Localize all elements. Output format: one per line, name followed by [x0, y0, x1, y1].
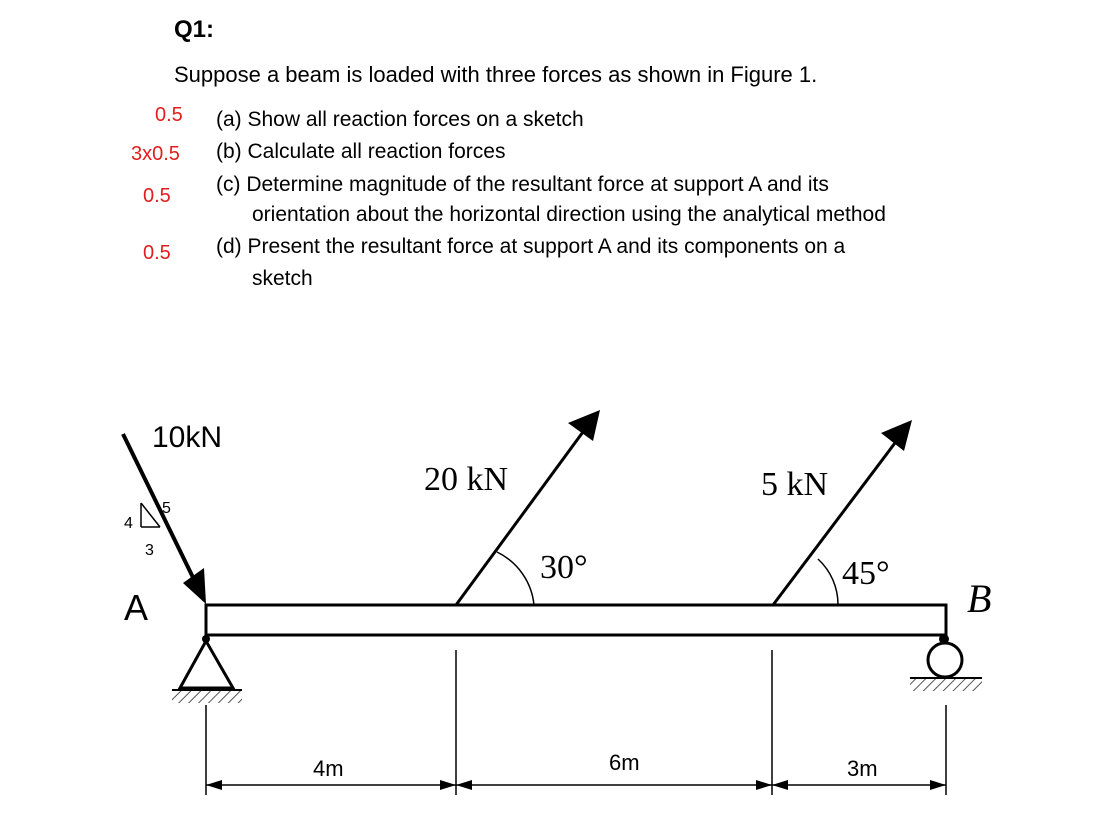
part-b-text: (b) Calculate all reaction forces — [216, 140, 506, 163]
force-5kn-label: 5 kN — [761, 466, 828, 503]
points-d: 0.5 — [143, 242, 171, 264]
slope-triangle — [140, 502, 161, 528]
slope-horizontal-label: 3 — [145, 542, 154, 559]
question-intro: Suppose a beam is loaded with three forc… — [174, 62, 818, 87]
angle-30-label: 30° — [540, 549, 588, 586]
angle-45-label: 45° — [842, 555, 890, 592]
force-20kn-arrow — [454, 410, 600, 606]
pin-support-a — [172, 635, 242, 703]
dimension-lines — [205, 650, 947, 795]
points-c: 0.5 — [143, 185, 171, 207]
points-b: 3x0.5 — [131, 143, 180, 165]
part-a-text: (a) Show all reaction forces on a sketch — [216, 108, 584, 131]
force-20kn-label: 20 kN — [424, 461, 508, 498]
support-a-label: A — [124, 587, 148, 628]
force-10kn-label: 10kN — [152, 421, 222, 454]
dimension-3m-label: 3m — [847, 756, 878, 781]
force-5kn-arrow — [771, 420, 912, 606]
dimension-6m-label: 6m — [609, 750, 640, 775]
dimension-arrowheads — [206, 780, 946, 790]
part-c-text-line2: orientation about the horizontal directi… — [252, 203, 886, 226]
points-a: 0.5 — [155, 104, 183, 126]
support-b-label: B — [967, 576, 991, 621]
part-d-text-line1: (d) Present the resultant force at suppo… — [216, 235, 846, 258]
slope-vertical-label: 4 — [124, 515, 133, 532]
question-number: Q1: — [174, 16, 215, 43]
dimension-4m-label: 4m — [313, 756, 344, 781]
roller-support-b — [910, 634, 982, 691]
part-d-text-line2: sketch — [252, 267, 313, 290]
part-c-text-line1: (c) Determine magnitude of the resultant… — [216, 173, 829, 196]
beam — [204, 603, 948, 637]
slope-hyp-label: 5 — [162, 500, 171, 517]
force-10kn-arrow — [121, 433, 206, 604]
